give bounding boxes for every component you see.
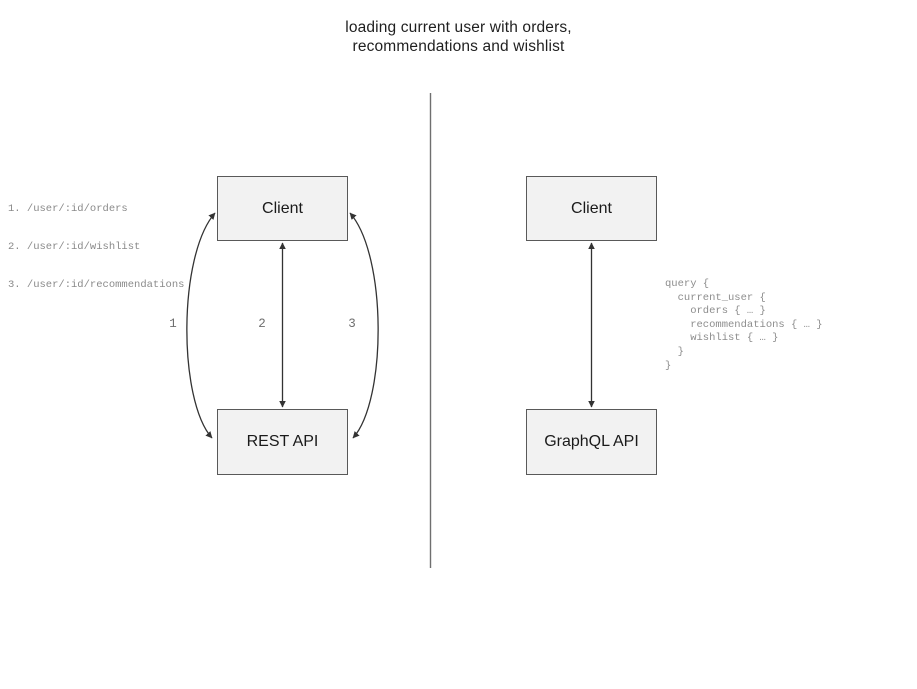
- endpoint-item-3: 3. /user/:id/recommendations: [8, 278, 185, 291]
- edge-3-recommendations: [349, 212, 379, 439]
- node-graphql-api: GraphQL API: [526, 409, 657, 475]
- edge-label-3: 3: [348, 317, 356, 331]
- graphql-query-snippet: query { current_user { orders { … } reco…: [665, 278, 823, 372]
- rest-endpoint-list: 1. /user/:id/orders 2. /user/:id/wishlis…: [8, 178, 184, 304]
- edge-label-2: 2: [258, 317, 266, 331]
- endpoint-item-1: 1. /user/:id/orders: [8, 203, 128, 216]
- edge-1-orders: [186, 212, 216, 439]
- diagram-title: loading current user with orders, recomm…: [345, 19, 572, 55]
- edge-label-1: 1: [169, 317, 177, 331]
- node-client-graphql: Client: [526, 176, 657, 241]
- node-rest-api: REST API: [217, 409, 348, 475]
- endpoint-item-2: 2. /user/:id/wishlist: [8, 240, 141, 253]
- node-client-rest: Client: [217, 176, 348, 241]
